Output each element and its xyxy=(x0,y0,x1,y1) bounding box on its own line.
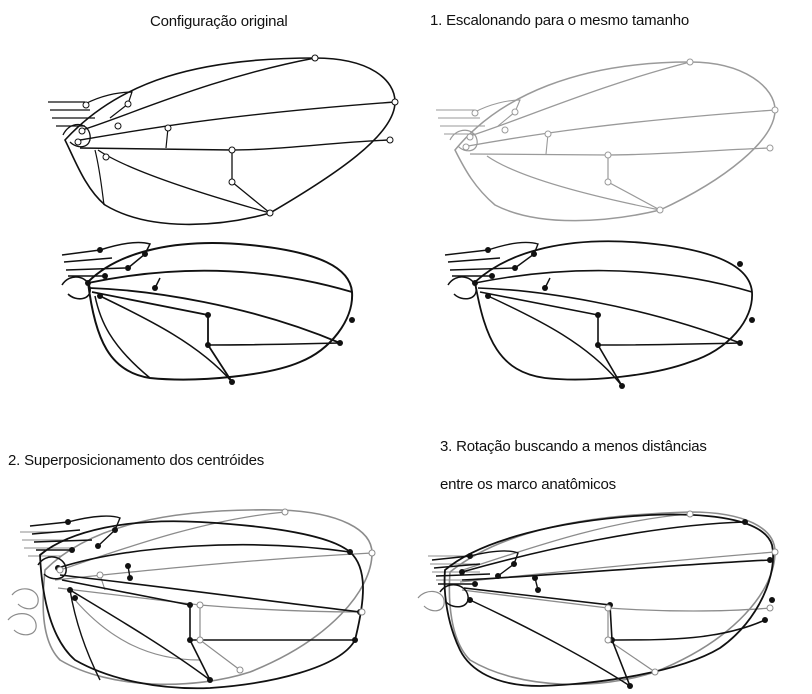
superposed-landmarks xyxy=(55,509,375,683)
superposed-black-wing xyxy=(30,516,363,688)
original-large-wing xyxy=(48,58,395,224)
scaled-upper-wing xyxy=(436,62,775,221)
superposed-gray-wing xyxy=(8,510,372,684)
rotated-black-wing xyxy=(432,514,773,686)
rotated-landmarks xyxy=(459,511,778,689)
original-large-wing-landmarks xyxy=(75,55,398,216)
